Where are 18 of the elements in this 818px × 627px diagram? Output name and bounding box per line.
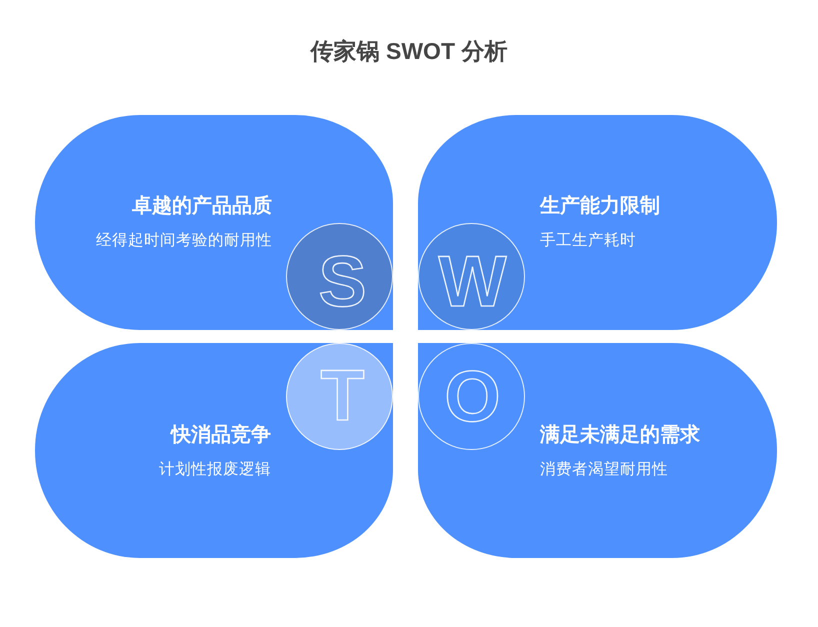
heading: 快消品竞争: [171, 423, 271, 447]
heading: 满足未满足的需求: [540, 423, 700, 447]
outlined-letter: O: [444, 368, 501, 424]
outlined-letter: W: [438, 254, 506, 310]
description: 经得起时间考验的耐用性: [96, 231, 272, 251]
description: 消费者渴望耐用性: [540, 460, 668, 480]
quadrant-panel: [418, 343, 777, 558]
quadrant-panel: [35, 343, 393, 558]
quadrant-panel: [35, 115, 393, 330]
heading: 生产能力限制: [540, 194, 660, 218]
description: 手工生产耗时: [540, 231, 636, 251]
outlined-letter: T: [320, 368, 364, 424]
quadrant-panel: [418, 115, 777, 330]
heading: 卓越的产品品质: [132, 194, 272, 218]
letter-circle: [418, 343, 525, 450]
outlined-letter: S: [318, 254, 367, 310]
description: 计划性报废逻辑: [159, 460, 271, 480]
title: 传家锅 SWOT 分析: [310, 37, 508, 66]
